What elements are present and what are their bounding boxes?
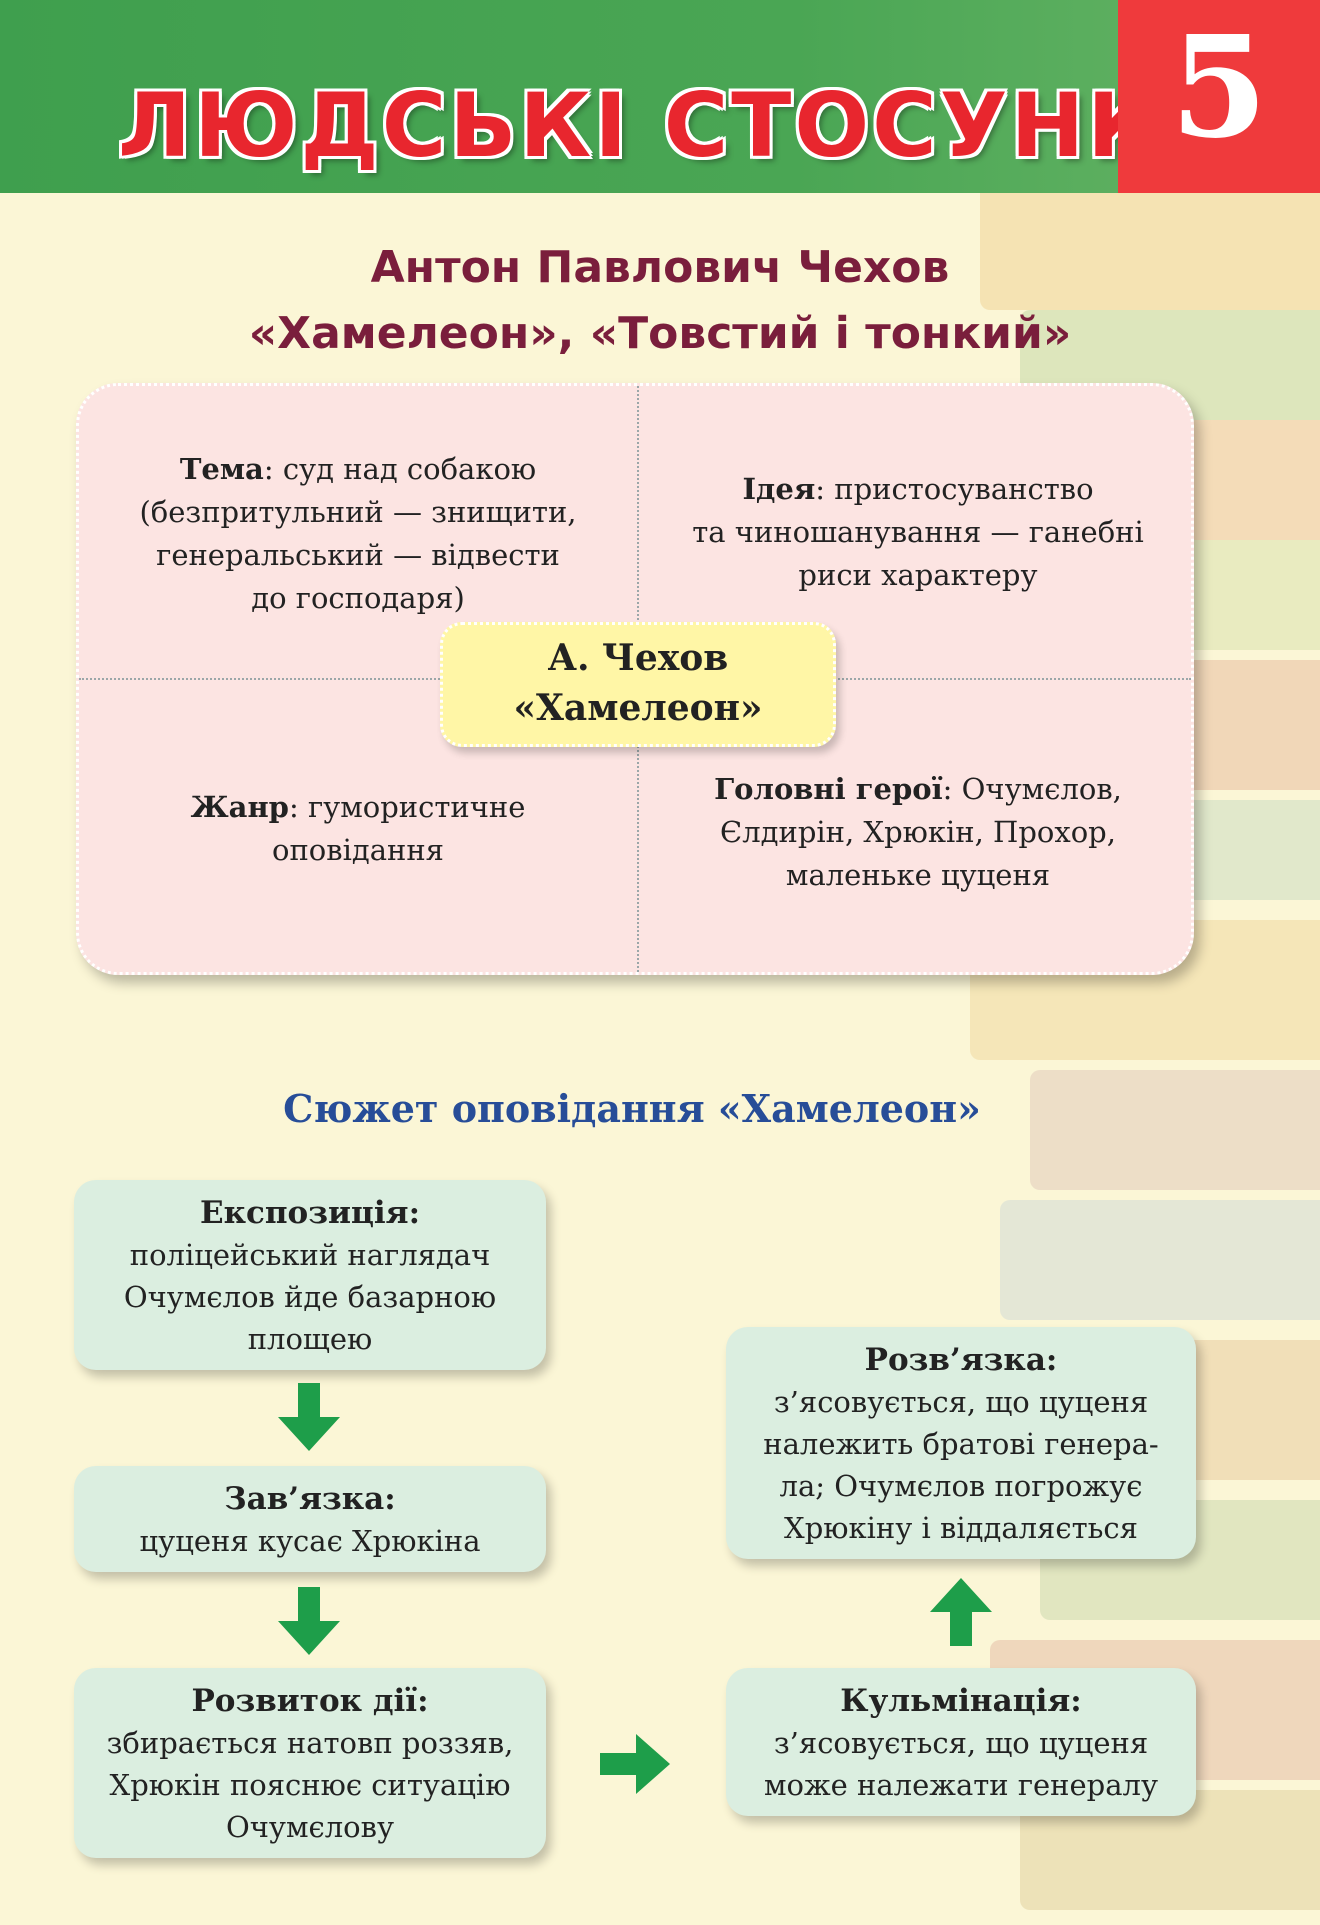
arrow-down-icon	[278, 1383, 340, 1451]
theme-text: : суд над собакою	[263, 452, 537, 486]
center-label-box: А. Чехов «Хамелеон»	[440, 622, 836, 747]
resolution-line: належить братові генера-	[763, 1427, 1159, 1461]
arrow-down-icon	[278, 1587, 340, 1655]
resolution-line: ла; Очумєлов погрожує	[779, 1469, 1143, 1503]
idea-label: Ідея	[742, 472, 816, 506]
heroes-label: Головні герої	[714, 772, 943, 806]
setup-line: цуценя кусає Хрюкіна	[139, 1524, 481, 1558]
theme-label: Тема	[179, 452, 264, 486]
development-line: збирається натовп роззяв,	[106, 1726, 514, 1760]
genre-quadrant: Жанр: гумористичне оповідання	[79, 786, 637, 872]
idea-line: риси характеру	[798, 558, 1038, 592]
chapter-number-box: 5	[1118, 0, 1320, 193]
page-title-line2: «Хамелеон», «Товстий і тонкий»	[248, 308, 1072, 359]
exposition-box: Експозиція: поліцейський наглядач Очумєл…	[74, 1180, 546, 1370]
heroes-quadrant: Головні герої: Очумєлов, Єлдирін, Хрюкін…	[639, 768, 1197, 897]
genre-text: : гумористичне	[288, 790, 526, 824]
heroes-line: маленьке цуценя	[785, 858, 1051, 892]
center-author: А. Чехов	[547, 637, 729, 679]
exposition-line: площею	[247, 1322, 373, 1356]
climax-line: може належати генералу	[763, 1768, 1159, 1802]
development-line: Очумєлову	[225, 1810, 395, 1844]
resolution-line: з’ясовується, що цуценя	[773, 1385, 1149, 1419]
exposition-line: Очумєлов йде базарною	[123, 1280, 497, 1314]
theme-line: (безпритульний — знищити,	[139, 495, 577, 529]
chapter-number: 5	[1170, 6, 1268, 170]
development-box: Розвиток дії: збирається натовп роззяв, …	[74, 1668, 546, 1858]
idea-text: : пристосуванство	[815, 472, 1094, 506]
setup-box: Зав’язка: цуценя кусає Хрюкіна	[74, 1466, 546, 1572]
theme-line: генеральський — відвести	[156, 538, 560, 572]
genre-label: Жанр	[190, 790, 289, 824]
climax-heading: Кульмінація:	[840, 1683, 1082, 1719]
theme-quadrant: Тема: суд над собакою (безпритульний — з…	[79, 448, 637, 620]
theme-line: до господаря)	[251, 581, 465, 615]
arrow-up-icon	[930, 1578, 992, 1646]
resolution-line: Хрюкіну і віддаляється	[784, 1511, 1138, 1545]
plot-section-title: Сюжет оповідання «Хамелеон»	[283, 1086, 981, 1131]
setup-heading: Зав’язка:	[224, 1481, 396, 1517]
resolution-heading: Розв’язка:	[864, 1342, 1058, 1378]
exposition-line: поліцейський наглядач	[129, 1238, 491, 1272]
genre-line: оповідання	[272, 833, 444, 867]
exposition-heading: Експозиція:	[199, 1195, 421, 1231]
heroes-text: : Очумєлов,	[942, 772, 1122, 806]
climax-box: Кульмінація: з’ясовується, що цуценя мож…	[726, 1668, 1196, 1816]
idea-line: та чиношанування — ганебні	[692, 515, 1144, 549]
heroes-line: Єлдирін, Хрюкін, Прохор,	[720, 815, 1116, 849]
page-title-line1: Антон Павлович Чехов	[370, 242, 950, 293]
idea-quadrant: Ідея: пристосуванство та чиношанування —…	[639, 468, 1197, 597]
development-heading: Розвиток дії:	[191, 1683, 429, 1719]
development-line: Хрюкін пояснює ситуацію	[109, 1768, 511, 1802]
center-work: «Хамелеон»	[513, 687, 763, 729]
section-title: ЛЮДСЬКІ СТОСУНКИ	[118, 74, 1239, 177]
resolution-box: Розв’язка: з’ясовується, що цуценя належ…	[726, 1327, 1196, 1559]
chapter-header: ЛЮДСЬКІ СТОСУНКИ	[0, 0, 1320, 193]
arrow-right-icon	[600, 1734, 670, 1794]
climax-line: з’ясовується, що цуценя	[773, 1726, 1149, 1760]
